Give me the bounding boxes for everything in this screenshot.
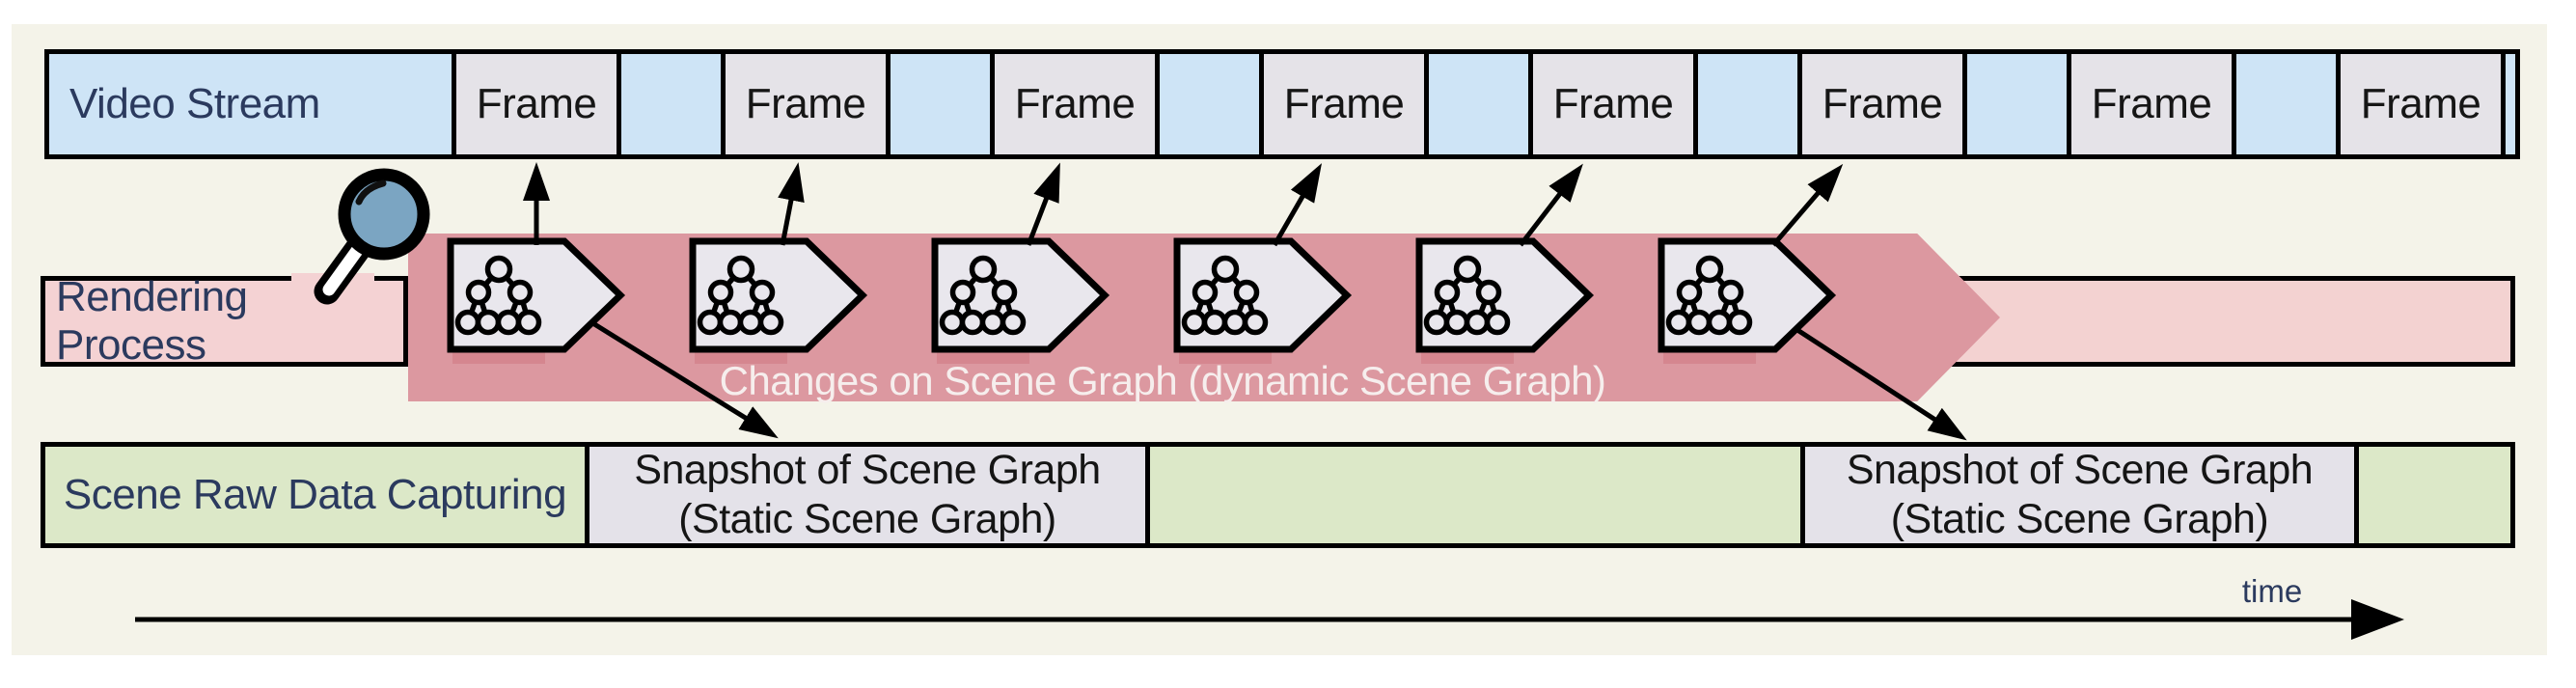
scene-graph-pentagon: [447, 237, 626, 353]
rendering-process-label: Rendering Process: [56, 273, 248, 369]
magnifier-handle: [322, 241, 366, 296]
frame-label: Frame: [745, 80, 866, 127]
frame-label: Frame: [1552, 80, 1674, 127]
snapshot-cell: Snapshot of Scene Graph(Static Scene Gra…: [585, 447, 1150, 543]
changes-band-caption: Changes on Scene Graph (dynamic Scene Gr…: [719, 358, 1606, 403]
frame-cell: Frame: [1259, 54, 1429, 154]
video-stream-bar: Video Stream Frame Frame Frame Frame Frame Fr…: [44, 49, 2520, 159]
snapshot-label-line1: Snapshot of Scene Graph: [634, 447, 1101, 493]
snapshot-label-line2: (Static Scene Graph): [1890, 496, 2269, 542]
frame-label: Frame: [1283, 80, 1405, 127]
scene-graph-pentagon: [1173, 237, 1353, 353]
frame-label: Frame: [1822, 80, 1943, 127]
rendering-process-label-cell: Rendering Process: [41, 273, 408, 369]
scene-graph-tree-icon: [939, 255, 1027, 336]
scene-graph-tree-icon: [454, 255, 542, 336]
snapshot-cell: Snapshot of Scene Graph(Static Scene Gra…: [1800, 447, 2359, 543]
capture-label-cell: Scene Raw Data Capturing: [45, 447, 589, 543]
frame-cell: Frame: [990, 54, 1160, 154]
frame-cell: Frame: [452, 54, 621, 154]
frame-label: Frame: [476, 80, 597, 127]
video-stream-label: Video Stream: [69, 80, 320, 127]
frame-cell: Frame: [2336, 54, 2506, 154]
scene-graph-pentagon: [1658, 237, 1837, 353]
frame-label: Frame: [2360, 80, 2481, 127]
snapshot-label-line1: Snapshot of Scene Graph: [1846, 447, 2314, 493]
scene-graph-tree-icon: [1665, 255, 1753, 336]
snapshot-label-line2: (Static Scene Graph): [678, 496, 1056, 542]
magnifier-glint: [355, 179, 387, 206]
magnifier-icon: [314, 168, 430, 305]
frame-cell: Frame: [1528, 54, 1698, 154]
scene-graph-tree-icon: [1423, 255, 1511, 336]
scene-graph-pentagon: [689, 237, 868, 353]
frame-cell: Frame: [721, 54, 891, 154]
video-stream-label-cell: Video Stream: [49, 54, 461, 154]
frame-cell: Frame: [1797, 54, 1967, 154]
capture-bar: Scene Raw Data Capturing Snapshot of Sce…: [41, 442, 2515, 548]
frame-cell: Frame: [2067, 54, 2236, 154]
scene-graph-tree-icon: [1181, 255, 1269, 336]
scene-graph-pentagon: [931, 237, 1110, 353]
frame-label: Frame: [1014, 80, 1136, 127]
time-axis-label: time: [2241, 573, 2303, 609]
scene-graph-pentagon: [1415, 237, 1595, 353]
frame-label: Frame: [2091, 80, 2212, 127]
capture-label: Scene Raw Data Capturing: [63, 471, 567, 518]
